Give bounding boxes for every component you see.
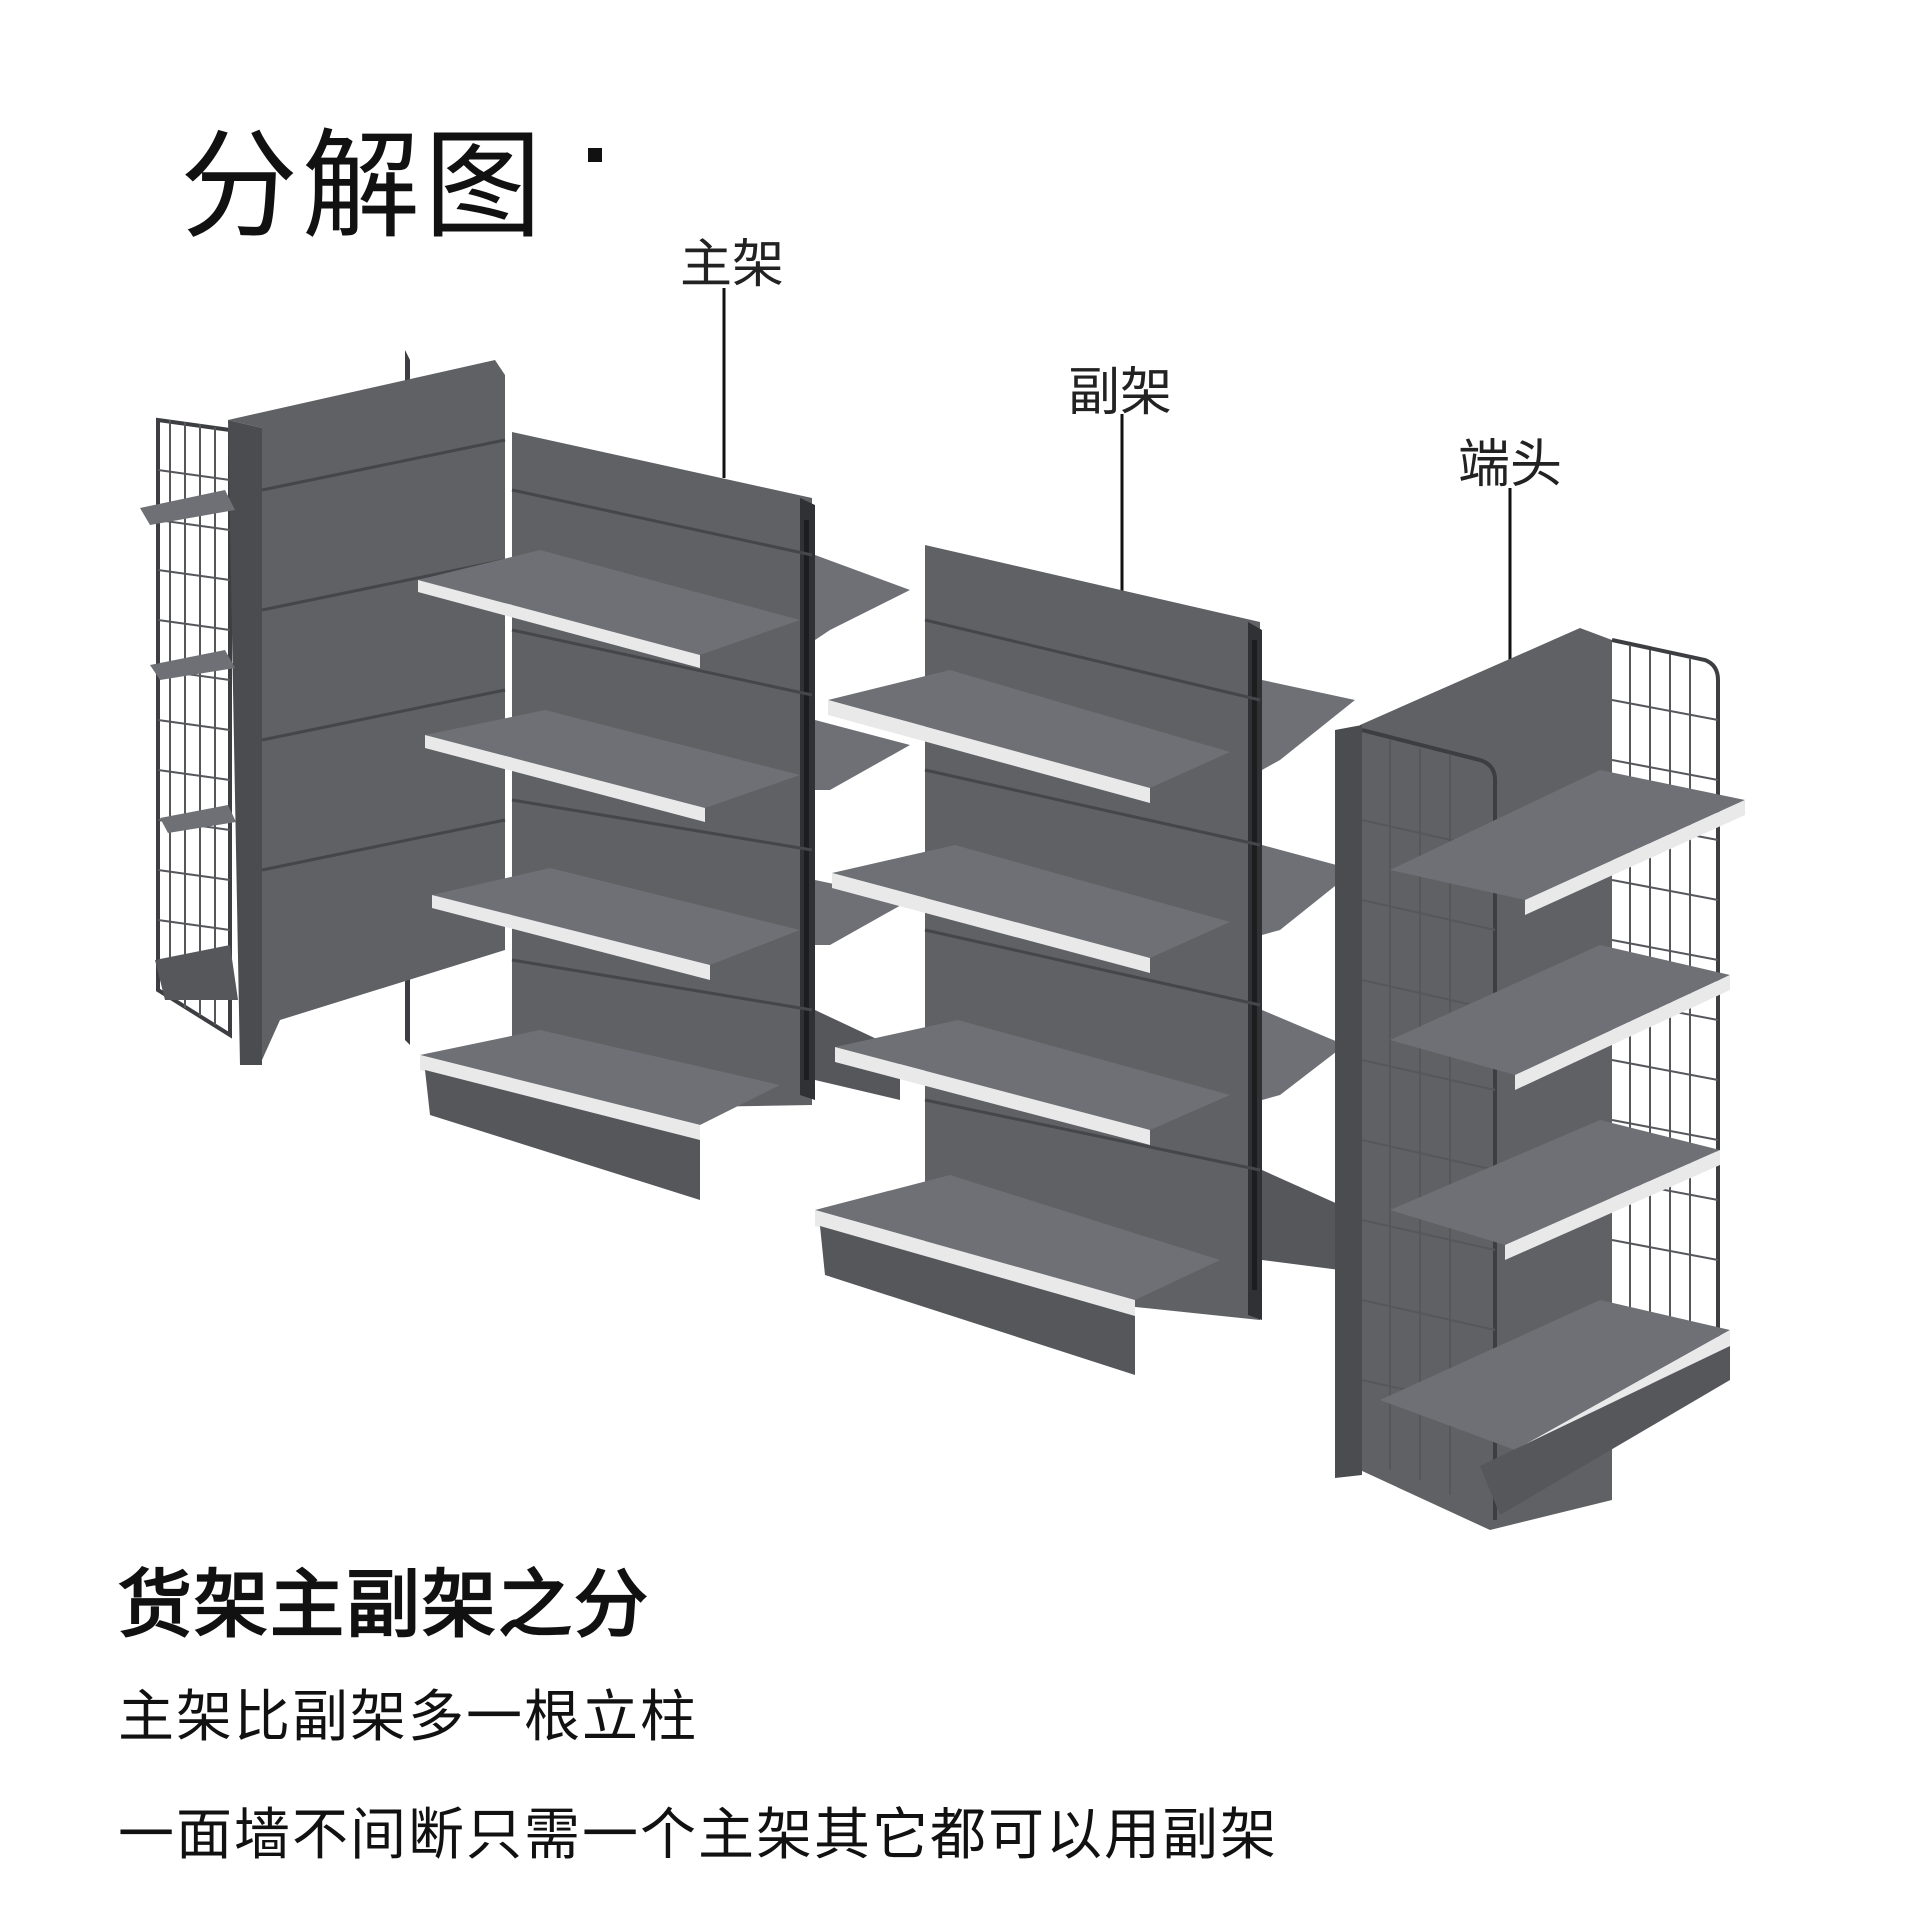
label-main-frame: 主架	[680, 235, 785, 295]
main-shelf-2	[425, 710, 800, 822]
endcap-shelf-2	[1390, 945, 1730, 1090]
label-end-cap: 端头	[1458, 435, 1563, 495]
description-line-1: 主架比副架多一根立柱	[118, 1685, 698, 1750]
diagram-title: 分解图	[180, 117, 547, 255]
main-shelf-base	[420, 1030, 780, 1200]
endcap-shelf-3	[1390, 1120, 1720, 1260]
sub-shelf-2	[832, 845, 1230, 973]
sub-shelf-base	[815, 1175, 1220, 1375]
endcap-shelf-1	[1390, 770, 1745, 915]
end-cap-right	[1335, 628, 1745, 1530]
main-shelf-1	[418, 550, 800, 668]
title-dot	[588, 148, 602, 162]
sub-frame	[815, 545, 1355, 1375]
endcap-shelf-base	[1380, 1300, 1730, 1515]
main-shelf-3	[432, 868, 800, 980]
label-sub-frame: 副架	[1068, 363, 1173, 423]
sub-shelf-3	[835, 1020, 1230, 1145]
sub-shelf-1	[828, 670, 1230, 803]
description-line-2: 一面墙不间断只需一个主架其它都可以用副架	[118, 1803, 1278, 1868]
end-cap-left	[140, 350, 506, 1065]
main-frame	[418, 432, 910, 1200]
section-heading: 货架主副架之分	[118, 1562, 650, 1648]
